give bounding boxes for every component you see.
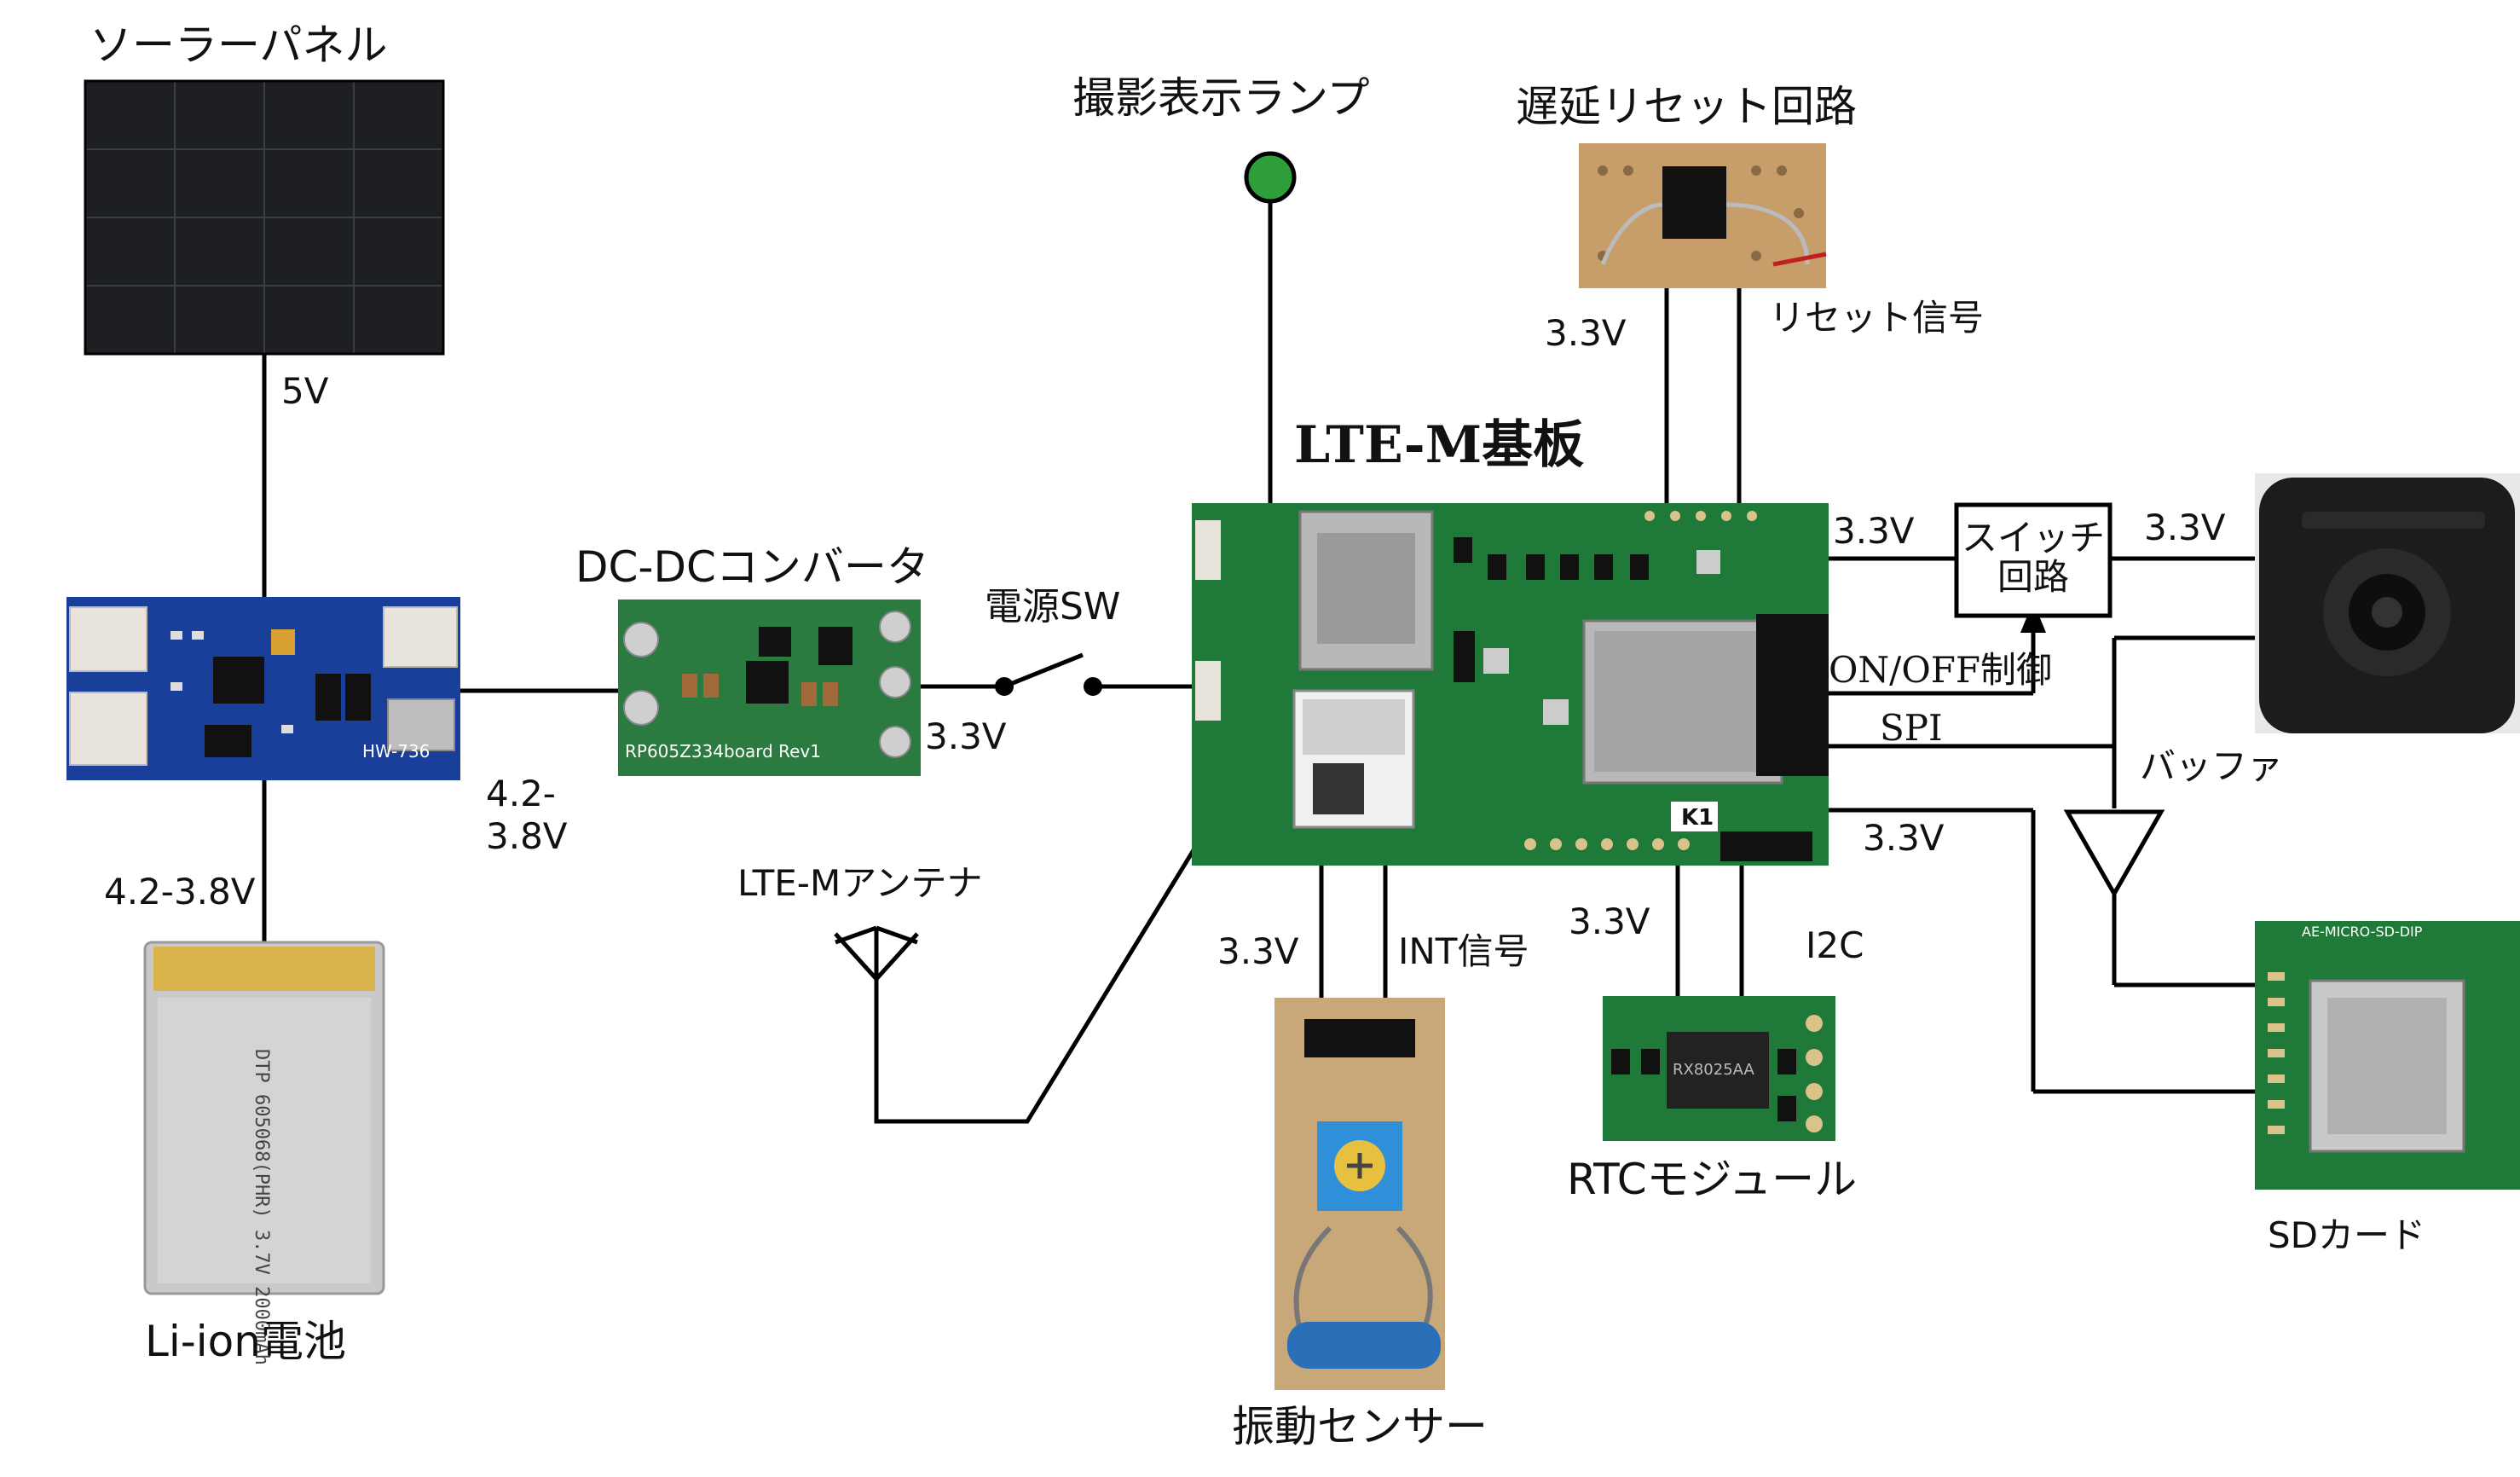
sd-card-label: SDカード: [2268, 1214, 2426, 1256]
wire-antenna: [874, 807, 1222, 1124]
int-signal-label: INT信号: [1398, 930, 1529, 972]
rtc-3v3-label: 3.3V: [1569, 901, 1650, 942]
antenna-icon: [834, 925, 919, 981]
switch-contact-right: [1084, 677, 1102, 696]
charger-model-text: HW-736: [362, 741, 430, 762]
sd-header-text: AE-MICRO-SD-DIP: [2302, 924, 2423, 940]
spi-label: SPI: [1880, 707, 1943, 749]
reset-signal-label: リセット信号: [1769, 297, 1985, 339]
dcdc-model-text: RP605Z334board Rev1: [625, 741, 821, 762]
buffer-triangle: [2063, 809, 2165, 899]
reset-3v3-label: 3.3V: [1545, 312, 1627, 354]
solar-panel-image: [84, 79, 445, 356]
dcdc-board-image: [618, 599, 921, 776]
dcdc-label: DC-DCコンバータ: [575, 542, 929, 592]
rtc-chip-text: RX8025AA: [1673, 1061, 1754, 1079]
switch-circuit-box: [1954, 502, 2113, 618]
antenna-label: LTE-Mアンテナ: [737, 862, 983, 904]
vib-3v3-label: 3.3V: [1217, 930, 1299, 972]
sw-out-3v3-label: 3.3V: [2144, 507, 2226, 548]
lte-marker-text: K1: [1681, 805, 1714, 831]
battery-label: Li-ion電池: [145, 1317, 346, 1366]
switch-circuit-label-2: 回路: [1997, 556, 2069, 599]
vibration-sensor-board-image: [1274, 998, 1445, 1390]
charger-out-label-1: 4.2-: [486, 773, 556, 814]
power-switch-label: 電源SW: [985, 585, 1121, 628]
sd-card-board-image: [2255, 921, 2520, 1190]
vibration-sensor-label: 振動センサー: [1232, 1402, 1488, 1451]
switch-lever: [1003, 652, 1084, 689]
charger-board-image: [66, 597, 460, 780]
charger-out-label-2: 3.8V: [486, 815, 568, 857]
dcdc-out-label: 3.3V: [925, 715, 1007, 757]
battery-print-text: DTP 605068(PHR) 3.7V 2000mAh: [251, 1049, 272, 1365]
switch-circuit-label-1: スイッチ: [1961, 517, 2105, 559]
solar-5v-label: 5V: [281, 370, 329, 412]
buffer-label: バッファ: [2140, 745, 2284, 787]
solar-panel-label: ソーラーパネル: [90, 20, 388, 70]
wires: [262, 200, 2259, 1124]
lamp-icon: [1244, 151, 1297, 204]
switch-contact-left: [995, 677, 1014, 696]
delay-reset-label: 遅延リセット回路: [1516, 82, 1857, 131]
rtc-module-board-image: [1603, 996, 1835, 1141]
sw-in-3v3-label: 3.3V: [1833, 510, 1915, 552]
shooting-lamp-label: 撮影表示ランプ: [1072, 73, 1370, 123]
lte-board-image: [1192, 503, 1829, 866]
lte-board-label: LTE-M基板: [1294, 415, 1585, 475]
rtc-module-label: RTCモジュール: [1567, 1155, 1858, 1204]
on-off-label: ON/OFF制御: [1829, 649, 2053, 691]
battery-image: [143, 941, 385, 1295]
delay-reset-board-image: [1579, 143, 1827, 288]
i2c-label: I2C: [1806, 924, 1864, 966]
camera-image: [2255, 473, 2520, 733]
battery-voltage-label: 4.2-3.8V: [104, 871, 256, 912]
switch-circuit-label: スイッチ 回路: [1959, 518, 2107, 597]
sd-3v3-label: 3.3V: [1863, 817, 1945, 859]
